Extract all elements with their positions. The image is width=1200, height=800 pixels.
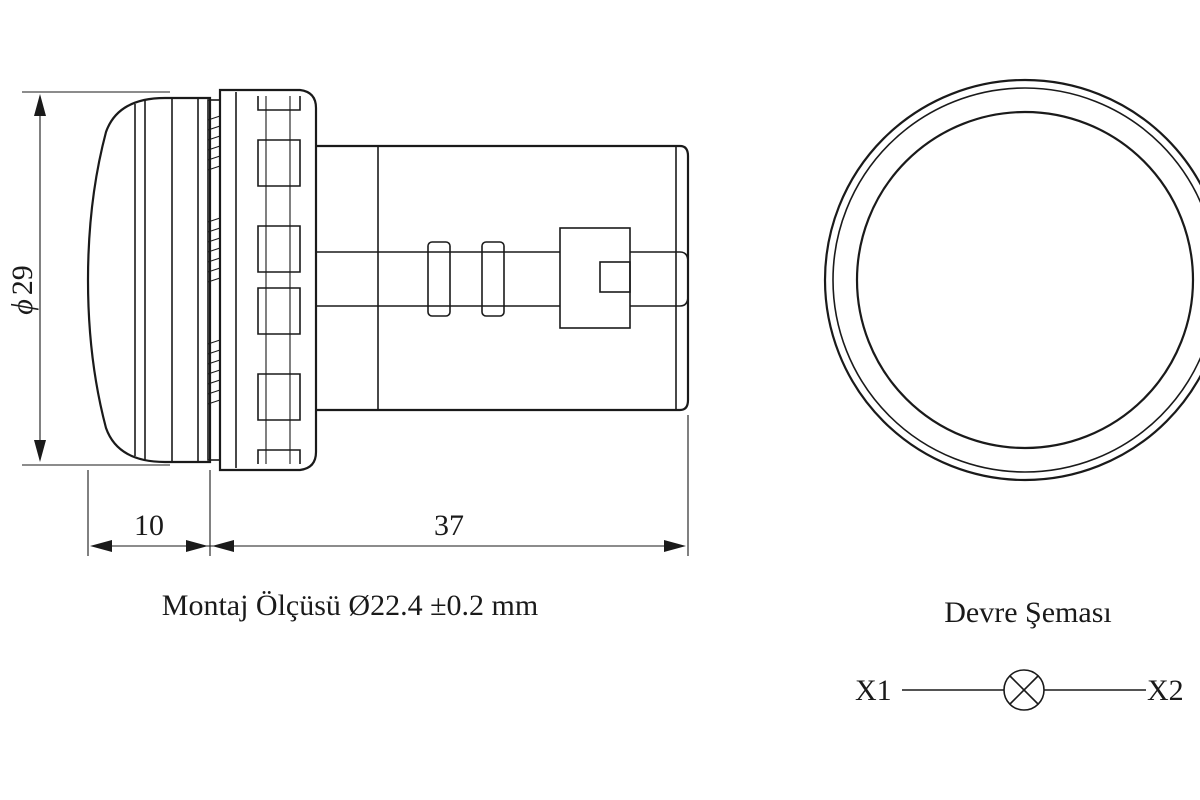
mounting-caption: Montaj Ölçüsü Ø22.4 ±0.2 mm: [162, 589, 538, 622]
terminal-connector: [316, 227, 689, 329]
front-depth-label: 10: [134, 509, 164, 542]
diameter-label: ϕ29: [6, 265, 39, 315]
side-view: [86, 88, 690, 472]
front-view: [823, 78, 1200, 482]
mounting-nut: [218, 88, 318, 472]
dimension-length: 10 37: [87, 415, 689, 556]
lens-cap: [86, 96, 212, 464]
circuit-diagram: Devre Şeması X1 X2: [855, 596, 1184, 711]
body-length-label: 37: [434, 509, 464, 542]
circuit-title: Devre Şeması: [944, 596, 1111, 629]
terminal-x1-label: X1: [855, 674, 892, 707]
diameter-symbol-icon: ϕ: [6, 299, 39, 315]
terminal-x2-label: X2: [1147, 674, 1184, 707]
lamp-symbol-icon: [1003, 669, 1045, 711]
dimension-diameter: ϕ29: [6, 91, 170, 466]
lamp-body: [316, 144, 690, 412]
